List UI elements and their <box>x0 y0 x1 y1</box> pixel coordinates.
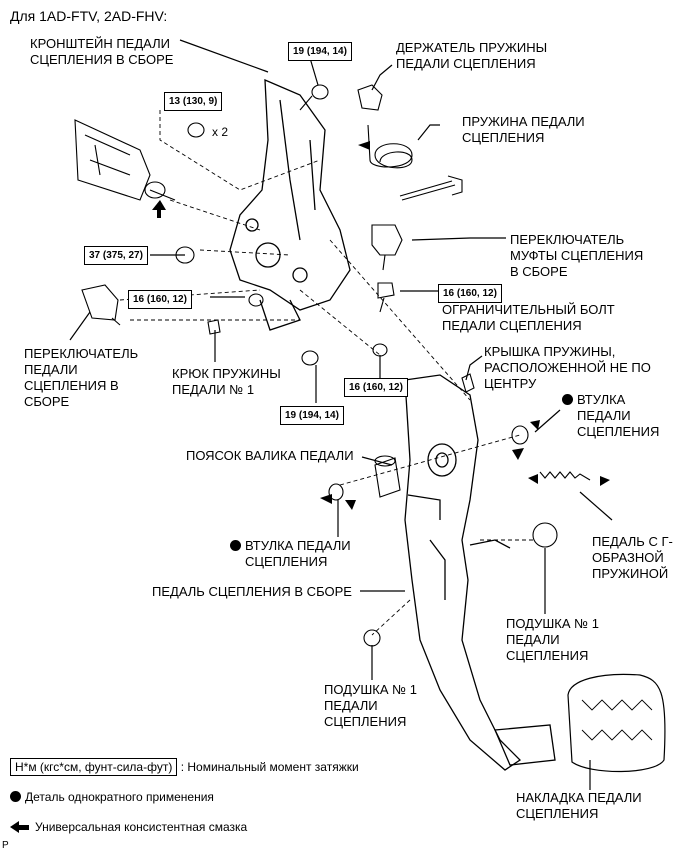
label-line: СЦЕПЛЕНИЯ <box>506 648 589 663</box>
label-bushing-left: ВТУЛКА ПЕДАЛИ СЦЕПЛЕНИЯ <box>230 538 351 570</box>
grease-arrow-tail-icon <box>19 825 29 830</box>
label-line: СЦЕПЛЕНИЯ <box>462 130 545 145</box>
legend-torque: Н*м (кгс*см, фунт-сила-фут) : Номинальны… <box>10 758 359 776</box>
quantity-label: x 2 <box>212 125 229 139</box>
label-hook: КРЮК ПРУЖИНЫ ПЕДАЛИ № 1 <box>172 366 281 398</box>
label-line: ПЕДАЛИ СЦЕПЛЕНИЯ <box>396 56 536 71</box>
label-line: СЦЕПЛЕНИЯ В СБОРЕ <box>30 52 174 67</box>
label-text: ВТУЛКА ПЕДАЛИ <box>245 538 351 553</box>
label-line: ОБРАЗНОЙ <box>592 550 664 565</box>
label-cushion-left: ПОДУШКА № 1 ПЕДАЛИ СЦЕПЛЕНИЯ <box>324 682 417 730</box>
label-pedal-switch: ПЕРЕКЛЮЧАТЕЛЬ ПЕДАЛИ СЦЕПЛЕНИЯ В СБОРЕ <box>24 346 138 410</box>
label-line: ПЕДАЛИ <box>506 632 560 647</box>
legend-non-reusable: Деталь однократного применения <box>10 790 214 805</box>
label-line: ПОДУШКА № 1 <box>324 682 417 697</box>
page-title: Для 1AD-FTV, 2AD-FHV: <box>10 8 168 24</box>
label-line: ПЕДАЛИ <box>24 362 78 377</box>
label-cushion-right: ПОДУШКА № 1 ПЕДАЛИ СЦЕПЛЕНИЯ <box>506 616 599 664</box>
non-reusable-dot-icon <box>10 791 21 802</box>
label-line: СБОРЕ <box>24 394 70 409</box>
label-line: ПРУЖИНОЙ <box>592 566 669 581</box>
torque-desc: : Номинальный момент затяжки <box>180 760 359 774</box>
label-line: ПЕДАЛИ <box>577 408 631 423</box>
label-line: ЦЕНТРУ <box>484 376 537 391</box>
label-text: ВТУЛКА <box>577 392 626 407</box>
label-stop-bolt: ОГРАНИЧИТЕЛЬНЫЙ БОЛТ ПЕДАЛИ СЦЕПЛЕНИЯ <box>442 302 615 334</box>
label-line: В СБОРЕ <box>510 264 568 279</box>
label-line: МУФТЫ СЦЕПЛЕНИЯ <box>510 248 644 263</box>
label-pedal-g-spring: ПЕДАЛЬ С Г- ОБРАЗНОЙ ПРУЖИНОЙ <box>592 534 673 582</box>
legend-grease: Универсальная консистентная смазка <box>10 820 247 835</box>
label-line: ПОЯСОК ВАЛИКА ПЕДАЛИ <box>186 448 354 463</box>
label-line: ВТУЛКА <box>562 392 659 408</box>
torque-box: 16 (160, 12) <box>128 290 192 309</box>
torque-box: 37 (375, 27) <box>84 246 148 265</box>
label-line: НАКЛАДКА ПЕДАЛИ <box>516 790 642 805</box>
label-line: КРОНШТЕЙН ПЕДАЛИ <box>30 36 170 51</box>
corner-mark: P <box>2 840 9 851</box>
label-line: ВТУЛКА ПЕДАЛИ <box>230 538 351 554</box>
label-line: РАСПОЛОЖЕННОЙ НЕ ПО <box>484 360 651 375</box>
label-line: СЦЕПЛЕНИЯ <box>577 424 660 439</box>
torque-unit-box: Н*м (кгс*см, фунт-сила-фут) <box>10 758 178 776</box>
label-line: КРЮК ПРУЖИНЫ <box>172 366 281 381</box>
label-line: ПОДУШКА № 1 <box>506 616 599 631</box>
label-pad: НАКЛАДКА ПЕДАЛИ СЦЕПЛЕНИЯ <box>516 790 642 822</box>
legend-text: Универсальная консистентная смазка <box>35 820 248 834</box>
torque-box: 19 (194, 14) <box>280 406 344 425</box>
label-line: ПЕДАЛИ № 1 <box>172 382 255 397</box>
label-shaft-collar: ПОЯСОК ВАЛИКА ПЕДАЛИ <box>186 448 354 464</box>
label-line: СЦЕПЛЕНИЯ <box>245 554 328 569</box>
label-line: ОГРАНИЧИТЕЛЬНЫЙ БОЛТ <box>442 302 615 317</box>
legend-text: Деталь однократного применения <box>25 790 214 804</box>
grease-arrow-icon <box>10 821 19 833</box>
torque-box: 16 (160, 12) <box>438 284 502 303</box>
label-line: СЦЕПЛЕНИЯ В <box>24 378 119 393</box>
label-spring: ПРУЖИНА ПЕДАЛИ СЦЕПЛЕНИЯ <box>462 114 585 146</box>
label-line: ПЕДАЛИ СЦЕПЛЕНИЯ <box>442 318 582 333</box>
torque-box: 13 (130, 9) <box>164 92 223 111</box>
non-reusable-dot-icon <box>562 394 573 405</box>
label-pedal-assy: ПЕДАЛЬ СЦЕПЛЕНИЯ В СБОРЕ <box>152 584 352 600</box>
label-line: ПЕРЕКЛЮЧАТЕЛЬ <box>24 346 139 361</box>
label-line: ПЕДАЛЬ СЦЕПЛЕНИЯ В СБОРЕ <box>152 584 352 599</box>
label-bracket: КРОНШТЕЙН ПЕДАЛИ СЦЕПЛЕНИЯ В СБОРЕ <box>30 36 173 68</box>
non-reusable-dot-icon <box>230 540 241 551</box>
label-line: СЦЕПЛЕНИЯ <box>516 806 599 821</box>
label-line: КРЫШКА ПРУЖИНЫ, <box>484 344 616 359</box>
label-line: ПЕДАЛЬ С Г- <box>592 534 673 549</box>
label-line: ПРУЖИНА ПЕДАЛИ <box>462 114 585 129</box>
label-line: ДЕРЖАТЕЛЬ ПРУЖИНЫ <box>396 40 548 55</box>
label-bushing-right: ВТУЛКА ПЕДАЛИ СЦЕПЛЕНИЯ <box>562 392 659 440</box>
label-clutch-switch: ПЕРЕКЛЮЧАТЕЛЬ МУФТЫ СЦЕПЛЕНИЯ В СБОРЕ <box>510 232 643 280</box>
label-spring-cover: КРЫШКА ПРУЖИНЫ, РАСПОЛОЖЕННОЙ НЕ ПО ЦЕНТ… <box>484 344 651 392</box>
label-line: ПЕДАЛИ <box>324 698 378 713</box>
torque-box: 19 (194, 14) <box>288 42 352 61</box>
label-line: ПЕРЕКЛЮЧАТЕЛЬ <box>510 232 625 247</box>
label-spring-holder: ДЕРЖАТЕЛЬ ПРУЖИНЫ ПЕДАЛИ СЦЕПЛЕНИЯ <box>396 40 547 72</box>
label-line: СЦЕПЛЕНИЯ <box>324 714 407 729</box>
torque-box: 16 (160, 12) <box>344 378 408 397</box>
